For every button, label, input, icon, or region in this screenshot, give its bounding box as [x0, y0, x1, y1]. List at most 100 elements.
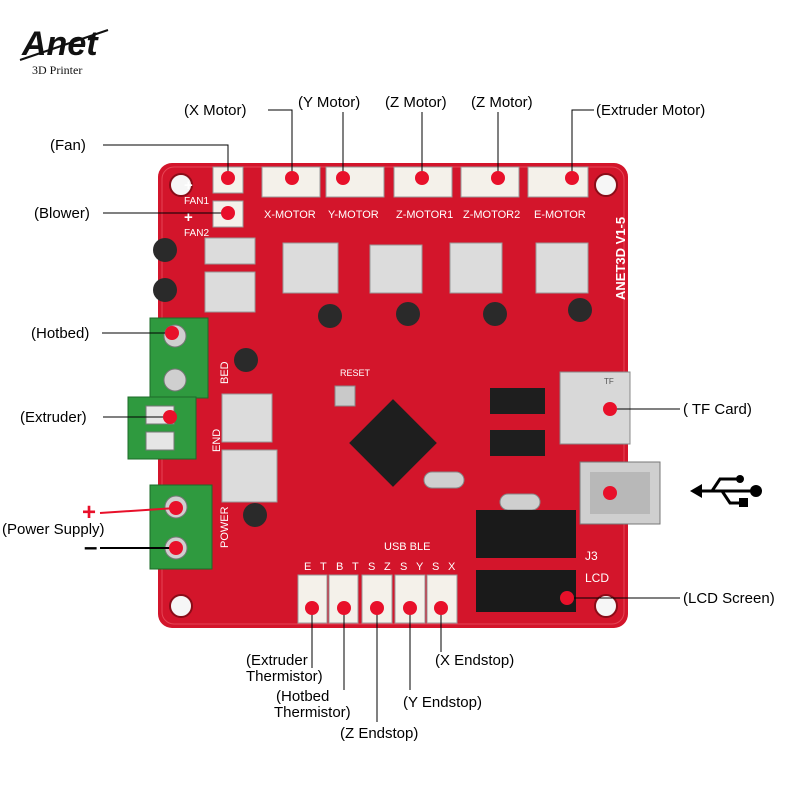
marker-extruder: [163, 410, 177, 424]
minus-sign: –: [84, 534, 97, 561]
label-fan: (Fan): [50, 137, 86, 154]
z-motor2-connector: [460, 166, 520, 198]
y-motor-silk: Y-MOTOR: [328, 209, 379, 221]
endstop-silk-letter: T: [352, 561, 359, 573]
endstop-silk-letter: S: [432, 561, 439, 573]
leader-power-plus: [99, 507, 177, 514]
label-lcd-screen: (LCD Screen): [683, 590, 775, 607]
board-version: ANET3D V1-5: [613, 217, 628, 300]
reset-button: [334, 385, 356, 407]
marker-usb: [603, 486, 617, 500]
driver-heatsink-e: [535, 242, 589, 294]
pcb: + + FAN1 FAN2 X-MOTOR Y-MOTOR Z-MOTOR1 Z…: [127, 163, 661, 628]
z-motor2-silk: Z-MOTOR2: [463, 209, 520, 221]
fan1-plus: +: [184, 177, 193, 194]
marker-extruder-motor: [565, 171, 579, 185]
label-hotbed-thermistor-line2: Thermistor): [274, 704, 351, 721]
usb-icon: [690, 475, 762, 507]
endstop-silk-letter: S: [368, 561, 375, 573]
label-extruder-thermistor-line1: (Extruder: [246, 652, 308, 669]
mount-hole: [169, 594, 193, 618]
mount-hole: [594, 173, 618, 197]
z-motor1-silk: Z-MOTOR1: [396, 209, 453, 221]
x-motor-silk: X-MOTOR: [264, 209, 316, 221]
e-motor-silk: E-MOTOR: [534, 209, 586, 221]
reset-silk: RESET: [340, 368, 371, 378]
marker-z-motor-2: [491, 171, 505, 185]
brand-name: Anet: [21, 25, 99, 63]
capacitor: [483, 302, 507, 326]
label-blower: (Blower): [34, 205, 90, 222]
x-endstop-connector: [426, 574, 458, 624]
marker-power-plus: [169, 501, 183, 515]
tf-card-slot: [559, 371, 631, 445]
capacitor: [318, 304, 342, 328]
capacitor: [568, 298, 592, 322]
heatsink: [221, 449, 278, 503]
bed-silk: BED: [219, 361, 231, 384]
leader-fan: [103, 144, 229, 178]
marker-x-motor: [285, 171, 299, 185]
label-extruder: (Extruder): [20, 409, 87, 426]
e-motor-connector: [527, 166, 589, 198]
brand-logo: Anet 3D Printer: [19, 25, 109, 77]
fan1-silk: FAN1: [184, 196, 209, 207]
markers: [163, 171, 617, 615]
mcu-chip: [349, 399, 437, 487]
fan2-plus: +: [184, 209, 193, 226]
capacitor: [396, 302, 420, 326]
leader-x-motor: [268, 109, 293, 178]
endstop-silk-letter: E: [304, 561, 311, 573]
marker-power-minus: [169, 541, 183, 555]
label-x-endstop: (X Endstop): [435, 652, 514, 669]
leader-lines: [99, 109, 680, 722]
marker-y-motor: [336, 171, 350, 185]
lcd-silk: LCD: [585, 571, 609, 585]
marker-lcd-screen: [560, 591, 574, 605]
capacitor: [243, 503, 267, 527]
mount-hole: [594, 594, 618, 618]
crystal: [423, 471, 465, 489]
lcd-header: [476, 570, 576, 612]
terminal-screw: [163, 368, 187, 392]
mount-hole: [169, 173, 193, 197]
label-tf-card: ( TF Card): [683, 401, 752, 418]
fan2-silk: FAN2: [184, 228, 209, 239]
marker-z-endstop: [370, 601, 384, 615]
marker-y-endstop: [403, 601, 417, 615]
label-z-motor-2: (Z Motor): [471, 94, 533, 111]
endstop-silk-letter: Y: [416, 561, 424, 573]
end-silk: END: [211, 429, 223, 452]
marker-z-motor-1: [415, 171, 429, 185]
endstop-silk-letter: Z: [384, 561, 391, 573]
heatsink: [204, 237, 256, 265]
label-extruder-thermistor-line2: Thermistor): [246, 668, 323, 685]
driver-heatsink-z: [449, 242, 503, 294]
label-y-endstop: (Y Endstop): [403, 694, 482, 711]
ic: [490, 430, 545, 456]
marker-extruder-thermistor: [305, 601, 319, 615]
capacitor: [234, 348, 258, 372]
j3-header: [476, 510, 576, 558]
label-extruder-motor: (Extruder Motor): [596, 102, 705, 119]
capacitor: [153, 238, 177, 262]
usb-ble-silk: USB BLE: [384, 541, 430, 553]
y-motor-connector: [325, 166, 385, 198]
marker-blower: [221, 206, 235, 220]
ic: [490, 388, 545, 414]
label-y-motor: (Y Motor): [298, 94, 360, 111]
power-silk: POWER: [219, 506, 231, 548]
driver-heatsink-x: [282, 242, 339, 294]
endstop-silk-letter: T: [320, 561, 327, 573]
logo-swoosh: [19, 29, 109, 61]
leader-extruder-motor: [571, 109, 594, 178]
endstop-silk-letter: B: [336, 561, 343, 573]
tf-silk: TF: [604, 377, 614, 386]
endstop-silk-letter: S: [400, 561, 407, 573]
label-x-motor: (X Motor): [184, 102, 247, 119]
terminal-screw: [145, 431, 175, 451]
marker-x-endstop: [434, 601, 448, 615]
marker-fan: [221, 171, 235, 185]
